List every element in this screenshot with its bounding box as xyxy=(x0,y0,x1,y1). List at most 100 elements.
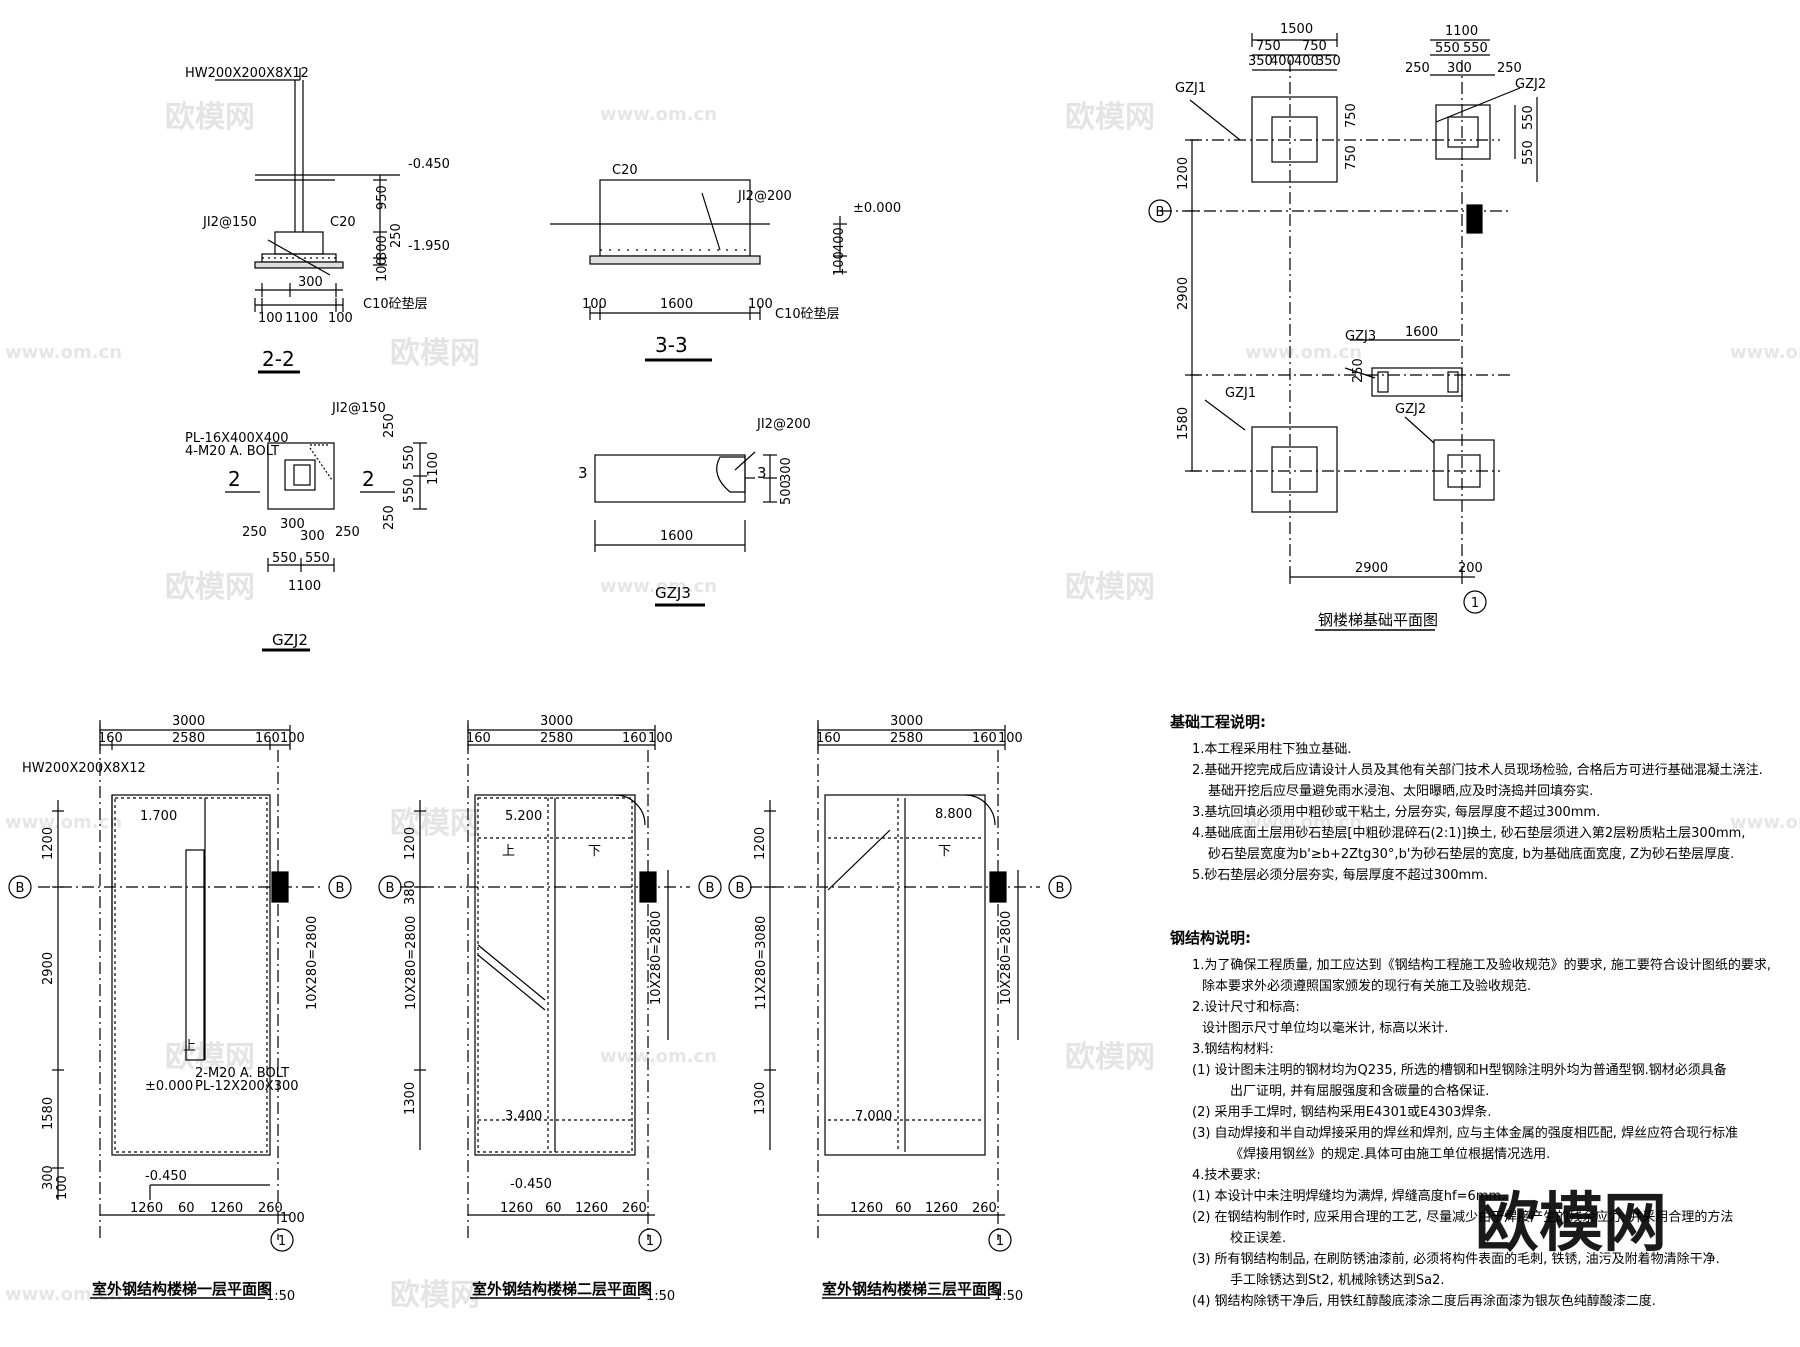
dimension-text: 1260 xyxy=(130,1201,163,1216)
note-line: 2.设计尺寸和标高: xyxy=(1192,1000,1300,1015)
dimension-text: 3000 xyxy=(890,714,923,729)
dimension-text: 1580 xyxy=(41,1097,56,1130)
stair-direction-up: 上 xyxy=(502,844,515,859)
detail-title: GZJ3 xyxy=(655,584,691,602)
dimension-text: 2900 xyxy=(1355,561,1388,576)
dimension-text: 1600 xyxy=(1405,325,1438,340)
dimension-text: 1600 xyxy=(660,529,693,544)
bottom-elevation: -0.450 xyxy=(510,1177,552,1192)
dimension-text: 500 xyxy=(779,480,794,505)
axis-bubble-b: B xyxy=(1056,881,1065,896)
dimension-text: 550 xyxy=(1463,41,1488,56)
axis-bubble-1: 1 xyxy=(278,1234,286,1249)
section-marker: 3 xyxy=(578,464,588,482)
axis-bubble-b: B xyxy=(706,881,715,896)
watermark-url: www.om.cn xyxy=(600,104,717,125)
elevation-label: -1.950 xyxy=(408,239,450,254)
dimension-text: 550 xyxy=(305,551,330,566)
note-line: 校正误差. xyxy=(1230,1231,1287,1246)
bedding-label: C10砼垫层 xyxy=(775,306,840,322)
watermark-url: www.om.cn xyxy=(600,1046,717,1067)
axis-bubble-1: 1 xyxy=(1471,596,1479,611)
dimension-text: 250 xyxy=(1351,358,1366,383)
detail-title: 3-3 xyxy=(655,333,688,357)
dimension-text: 160 xyxy=(255,731,280,746)
watermark-url: www.om.cn xyxy=(600,576,717,597)
dimension-text: 400 xyxy=(1270,54,1295,69)
plate-label: PL-12X200X300 xyxy=(195,1079,299,1094)
dimension-text: 550 xyxy=(272,551,297,566)
stair-plan-3-labels: 3000 160 2580 160 100 8.800 7.000 下 10X2… xyxy=(736,714,1065,1304)
detail-title: 2-2 xyxy=(262,347,295,371)
gzj3-labels: JI2@200 3 3 300 500 1600 GZJ3 xyxy=(578,417,811,602)
bedding-label: C10砼垫层 xyxy=(363,296,428,312)
watermark-url: www.om.cn xyxy=(5,812,122,833)
note-line: 1.本工程采用柱下独立基础. xyxy=(1192,742,1352,757)
dimension-text: 1100 xyxy=(1445,24,1478,39)
hw-section-label: HW200X200X8X12 xyxy=(185,66,309,81)
note-line: (2) 采用手工焊时, 钢结构采用E4301或E4303焊条. xyxy=(1192,1105,1492,1120)
dimension-text: 60 xyxy=(895,1201,912,1216)
bottom-elevation: -0.450 xyxy=(145,1169,187,1184)
dimension-text: 1260 xyxy=(210,1201,243,1216)
watermark-cn: 欧模网 xyxy=(390,806,480,841)
flight-dimension: 10X280=2800 xyxy=(649,911,664,1005)
dimension-text: 1260 xyxy=(575,1201,608,1216)
watermark-url: www.om.cn xyxy=(1245,342,1362,363)
foundation-plan-labels: B 1 GZJ1 GZJ2 GZJ3 GZJ1 GZJ2 1500 750 75… xyxy=(1156,22,1547,629)
dimension-text: 250 xyxy=(382,505,397,530)
note-line: 手工除锈达到St2, 机械除锈达到Sa2. xyxy=(1230,1273,1445,1288)
watermark-cn: 欧模网 xyxy=(165,1040,255,1075)
dimension-text: 100 xyxy=(375,257,390,282)
axis-bubble-b: B xyxy=(386,881,395,896)
dimension-text: 350 xyxy=(1248,54,1273,69)
note-line: (1) 设计图未注明的钢材均为Q235, 所选的槽钢和H型钢除注明外均为普通型钢… xyxy=(1192,1063,1727,1078)
watermark-cn: 欧模网 xyxy=(165,570,255,605)
dimension-text: 160 xyxy=(98,731,123,746)
dimension-text: 1200 xyxy=(753,827,768,860)
foundation-plan xyxy=(1148,33,1538,631)
dimension-text: 250 xyxy=(1405,61,1430,76)
note-line: 基础开挖后应尽量避免雨水浸泡、太阳曝晒,应及时浇捣并回填夯实. xyxy=(1208,784,1594,799)
axis-bubble-b: B xyxy=(336,881,345,896)
dimension-text: 100 xyxy=(55,1175,70,1200)
note-line: 1.为了确保工程质量, 加工应达到《钢结构工程施工及验收规范》的要求, 施工要符… xyxy=(1192,958,1772,973)
dimension-text: 400 xyxy=(832,227,847,252)
dimension-text: 250 xyxy=(335,525,360,540)
dimension-text: 750 xyxy=(1344,103,1359,128)
axis-bubble-1: 1 xyxy=(996,1234,1004,1249)
flight-dimension: 10X280=2800 xyxy=(404,916,419,1010)
note-line: 3.基坑回填必须用中粗砂或干粘土, 分层夯实, 每层厚度不超过300mm. xyxy=(1192,805,1601,820)
dimension-text: 1260 xyxy=(500,1201,533,1216)
plan-title: 室外钢结构楼梯二层平面图 xyxy=(472,1280,652,1298)
dimension-text: 550 xyxy=(1521,105,1536,130)
elevation-label: -0.450 xyxy=(408,157,450,172)
dimension-text: 350 xyxy=(1316,54,1341,69)
watermark-cn: 欧模网 xyxy=(1065,570,1155,605)
dimension-text: 1100 xyxy=(285,311,318,326)
stair-plan-1-labels: HW200X200X8X12 3000 160 2580 160 100 1.7… xyxy=(16,714,345,1304)
foundation-notes: 基础工程说明: 1.本工程采用柱下独立基础. 2.基础开挖完成后应请设计人员及其… xyxy=(1170,712,1763,886)
stair-plan-2 xyxy=(378,720,722,1299)
watermark-layer: 欧模网 www.om.cn 欧模网 www.om.cn 欧模网 www.om.c… xyxy=(5,100,1800,1313)
note-line: (3) 所有钢结构制品, 在刷防锈油漆前, 必须将构件表面的毛刺, 铁锈, 油污… xyxy=(1192,1252,1720,1267)
dimension-text: 260 xyxy=(972,1201,997,1216)
dimension-text: 100 xyxy=(328,311,353,326)
axis-bubble-b: B xyxy=(16,881,25,896)
dimension-text: 300 xyxy=(779,457,794,482)
plan-scale: 1:50 xyxy=(266,1289,295,1304)
stair-plan-2-labels: 3000 160 2580 160 100 5.200 3.400 -0.450… xyxy=(386,714,715,1304)
plan-scale: 1:50 xyxy=(994,1289,1023,1304)
rebar-label: JI2@150 xyxy=(331,401,386,416)
flight-dimension: 10X280=2800 xyxy=(305,916,320,1010)
dimension-text: 2900 xyxy=(1176,277,1191,310)
steel-notes: 钢结构说明: 1.为了确保工程质量, 加工应达到《钢结构工程施工及验收规范》的要… xyxy=(1170,928,1771,1312)
dimension-text: 1260 xyxy=(925,1201,958,1216)
dimension-text: 380 xyxy=(403,880,418,905)
gzj2-labels: PL-16X400X400 4-M20 A. BOLT JI2@150 2 2 … xyxy=(185,401,441,649)
detail-2-2-labels: HW200X200X8X12 -0.450 -1.950 JI2@150 C20… xyxy=(185,66,450,371)
note-line: 设计图示尺寸单位均以毫米计, 标高以米计. xyxy=(1202,1021,1449,1036)
dimension-text: 750 xyxy=(1344,145,1359,170)
watermark-url: www.om.cn xyxy=(5,1284,122,1305)
